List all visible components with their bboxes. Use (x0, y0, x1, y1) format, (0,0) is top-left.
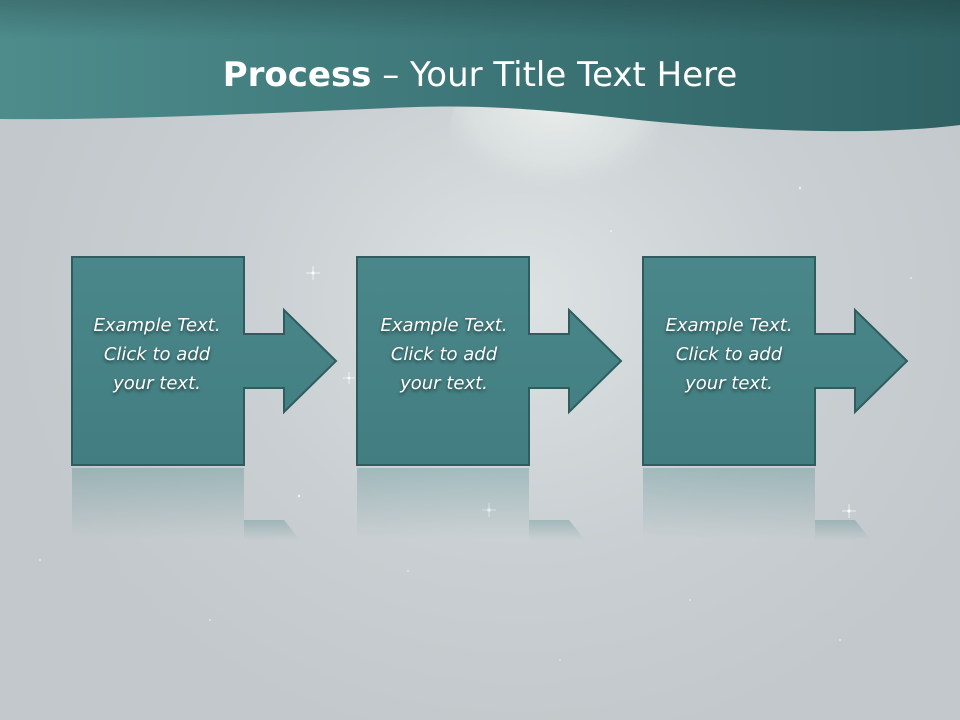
step-1-line-3: your text. (113, 373, 201, 394)
step-1-line-2: Click to add (103, 344, 211, 365)
step-1-arrow-box[interactable] (71, 256, 338, 466)
step-2-line-2: Click to add (390, 344, 498, 365)
step-1-text[interactable]: Example Text. Click to add your text. (70, 311, 244, 398)
step-3-line-2: Click to add (675, 344, 783, 365)
process-step-2[interactable] (356, 256, 623, 466)
title-rest: – Your Title Text Here (371, 55, 738, 95)
step-2-text[interactable]: Example Text. Click to add your text. (357, 311, 531, 398)
step-3-text[interactable]: Example Text. Click to add your text. (642, 311, 816, 398)
process-step-1[interactable] (71, 256, 338, 466)
step-3-line-3: your text. (685, 373, 773, 394)
reflections (72, 468, 871, 540)
step-3-arrow-box[interactable] (642, 256, 909, 466)
step-2-line-3: your text. (400, 373, 488, 394)
step-2-arrow-box[interactable] (356, 256, 623, 466)
step-1-line-1: Example Text. (93, 315, 221, 336)
step-3-line-1: Example Text. (665, 315, 793, 336)
header-band-shade (0, 0, 960, 40)
title-bold: Process (222, 55, 372, 95)
step-2-line-1: Example Text. (380, 315, 508, 336)
process-step-3[interactable] (642, 256, 909, 466)
slide-title[interactable]: Process – Your Title Text Here (0, 50, 960, 100)
